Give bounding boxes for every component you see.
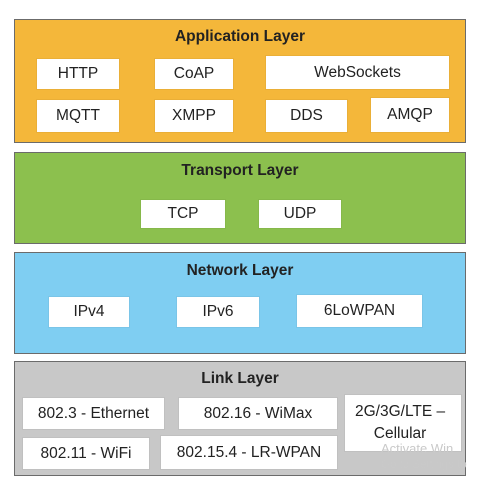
activate-windows-watermark: Activate Win Go to Settings to: [381, 440, 467, 474]
network-layer-title: Network Layer: [186, 262, 294, 279]
protocol-coap: CoAP: [155, 59, 233, 89]
application-layer: Application Layer HTTP CoAP WebSockets M…: [14, 19, 466, 143]
transport-layer-title: Transport Layer: [181, 162, 299, 179]
transport-layer: Transport Layer TCP UDP: [14, 152, 466, 244]
protocol-xmpp: XMPP: [155, 100, 233, 132]
protocol-ethernet: 802.3 - Ethernet: [23, 398, 164, 429]
protocol-ipv4: IPv4: [49, 297, 129, 327]
application-layer-title: Application Layer: [174, 28, 306, 45]
protocol-cellular: 2G/3G/LTE – Cellular: [345, 395, 461, 451]
watermark-line-1: Activate Win: [381, 441, 454, 456]
link-layer: Link Layer 802.3 - Ethernet 802.16 - WiM…: [14, 361, 466, 476]
protocol-udp: UDP: [259, 200, 341, 228]
protocol-dds: DDS: [266, 100, 347, 132]
watermark-line-2: Go to Settings to: [381, 459, 467, 471]
protocol-amqp: AMQP: [371, 98, 449, 132]
network-layer: Network Layer IPv4 IPv6 6LoWPAN: [14, 252, 466, 354]
protocol-websockets: WebSockets: [266, 56, 449, 89]
protocol-tcp: TCP: [141, 200, 225, 228]
protocol-6lowpan: 6LoWPAN: [297, 295, 422, 327]
protocol-mqtt: MQTT: [37, 100, 119, 132]
protocol-wimax: 802.16 - WiMax: [179, 398, 337, 429]
link-layer-title: Link Layer: [201, 370, 279, 387]
protocol-http: HTTP: [37, 59, 119, 89]
protocol-lr-wpan: 802.15.4 - LR-WPAN: [161, 436, 337, 469]
protocol-ipv6: IPv6: [177, 297, 259, 327]
protocol-wifi: 802.11 - WiFi: [23, 438, 149, 469]
